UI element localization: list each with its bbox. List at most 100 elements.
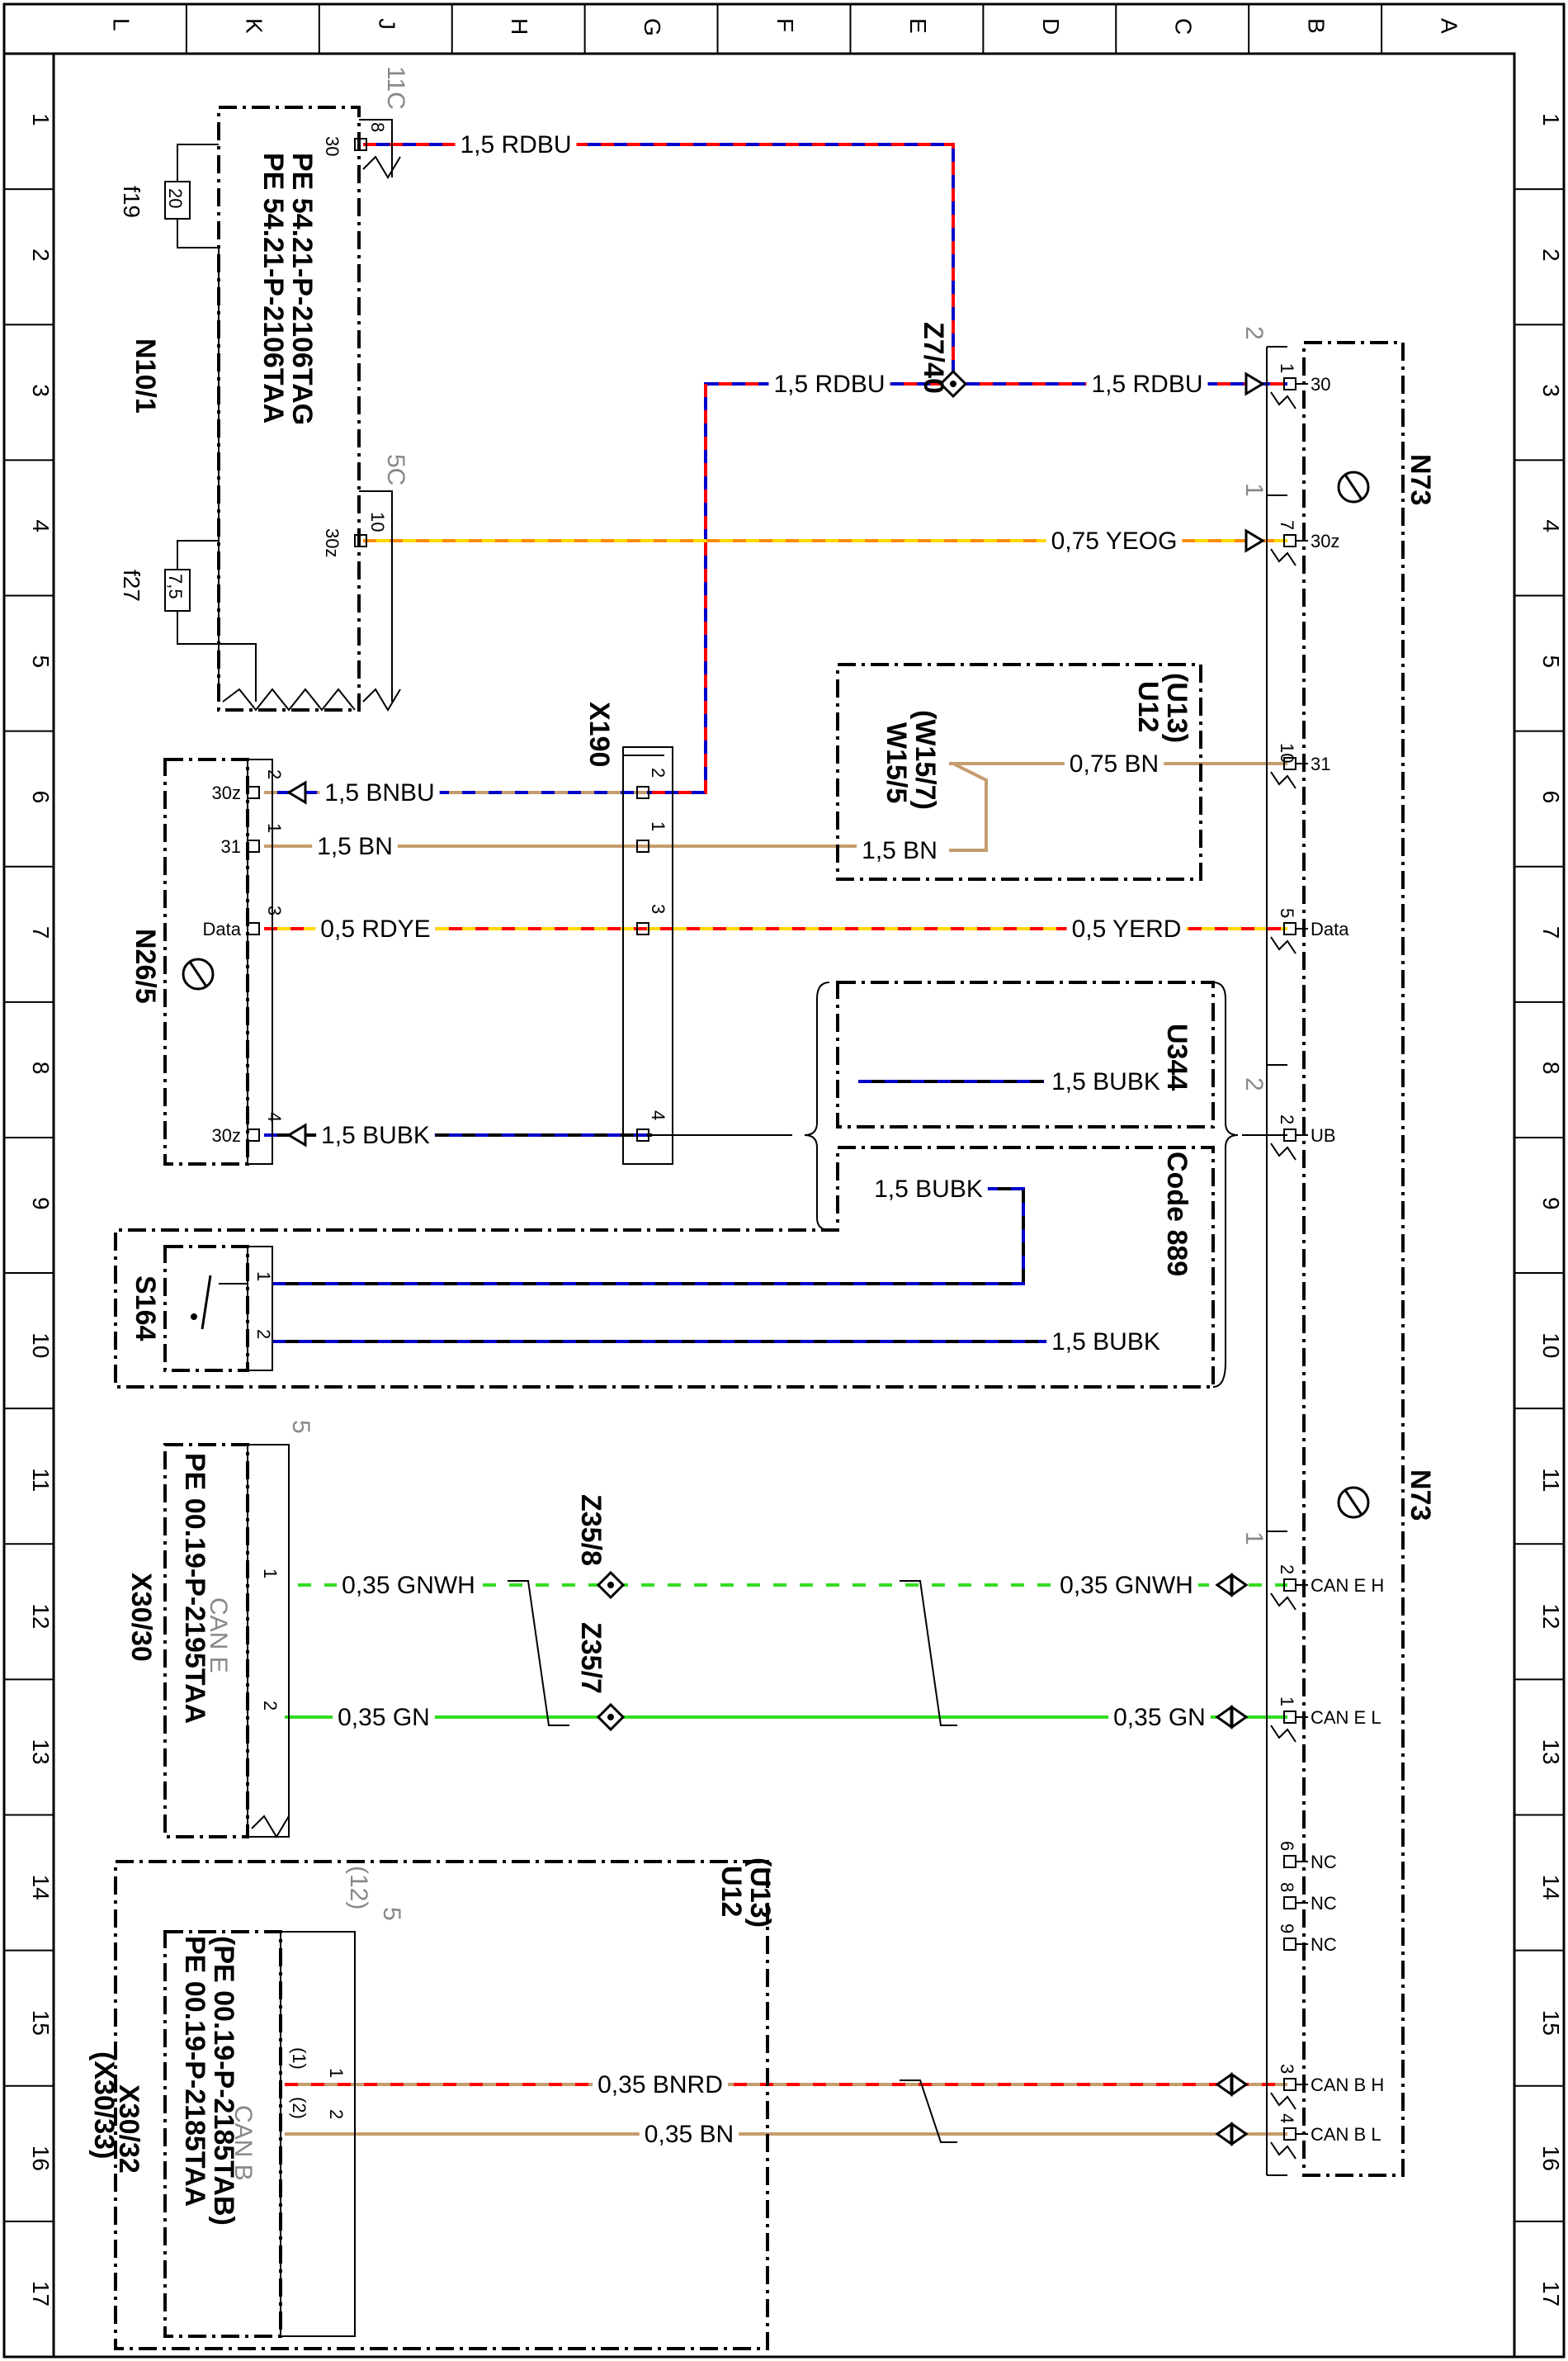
row-label: 8 bbox=[28, 1062, 54, 1075]
wire-label: 1,5 RDBU bbox=[773, 371, 885, 398]
x30-32-name: X30/32 bbox=[113, 2084, 144, 2174]
n73-pin-num: 4 bbox=[1277, 2113, 1297, 2123]
x190-name: X190 bbox=[583, 702, 615, 767]
s164-pin-1: 1 bbox=[253, 1271, 274, 1281]
connector-arrow-icon bbox=[1244, 528, 1265, 553]
z35-7-name: Z35/7 bbox=[575, 1622, 607, 1694]
n26-pin-name: Data bbox=[203, 919, 242, 939]
wire-label: 0,5 YERD bbox=[1072, 916, 1182, 943]
wire-label-backing bbox=[1055, 1570, 1198, 1601]
fuse-f27-name: f27 bbox=[119, 570, 144, 602]
row-label: 13 bbox=[28, 1739, 54, 1764]
n73-pin-name: CAN E H bbox=[1311, 1575, 1384, 1596]
n73-pin-num: 3 bbox=[1277, 2064, 1297, 2074]
u12-bot-name: U12 bbox=[716, 1866, 747, 1917]
row-label: 16 bbox=[28, 2146, 54, 2171]
wire-label: 1,5 RDBU bbox=[460, 131, 571, 159]
row-label: 2 bbox=[28, 248, 54, 262]
wire-label-backing bbox=[333, 1702, 435, 1733]
x190-pin-contact bbox=[636, 922, 649, 935]
wire-rdbu-1 bbox=[363, 143, 955, 384]
n26-pin-name: 30z bbox=[212, 783, 241, 803]
row-label: 5 bbox=[28, 655, 54, 669]
x190-pin-contact bbox=[636, 1128, 649, 1142]
u12-top-name: U12 bbox=[1132, 681, 1164, 732]
bus-arrow-icon bbox=[1230, 1705, 1249, 1729]
wire-label: 0,35 BN bbox=[645, 2121, 734, 2148]
n10-1-ref2: PE 54.21-P-2106TAG bbox=[286, 153, 318, 425]
wire-label-backing bbox=[312, 831, 398, 862]
n73-pin-num: 1 bbox=[1277, 1696, 1297, 1706]
fuse-f19-rating: 20 bbox=[165, 188, 186, 208]
column-label: E bbox=[905, 18, 931, 34]
wire-label: 1,5 RDBU bbox=[1091, 371, 1202, 398]
wire-label-backing bbox=[316, 1120, 435, 1151]
switch-icon bbox=[191, 1275, 248, 1330]
wire-label-backing bbox=[455, 130, 577, 160]
n73-pin-num: 10 bbox=[1277, 743, 1297, 763]
n73-pin-name: UB bbox=[1311, 1125, 1336, 1146]
column-label: H bbox=[507, 18, 532, 35]
wire-bn-w15 bbox=[949, 762, 988, 852]
wire-label-backing bbox=[639, 2119, 739, 2150]
row-label: 13 bbox=[1538, 1739, 1564, 1764]
component-code-889: Code 889 bbox=[114, 982, 1239, 1389]
x30-30-pin-1: 1 bbox=[260, 1568, 281, 1578]
code-889-name: Code 889 bbox=[1161, 1152, 1193, 1276]
connector-arrow-icon bbox=[286, 780, 307, 805]
row-label: 1 bbox=[1538, 113, 1564, 126]
n73-transistor-icon bbox=[1337, 471, 1370, 504]
row-label: 17 bbox=[1538, 2281, 1564, 2307]
n73-conn-tag-3: 2 bbox=[1240, 1077, 1268, 1091]
n26-pin-num: 4 bbox=[264, 1112, 285, 1122]
component-s164: S164 1 2 bbox=[130, 1245, 274, 1372]
column-label: B bbox=[1304, 18, 1329, 34]
u12-top-alt: (U13) bbox=[1161, 673, 1193, 743]
row-label: 8 bbox=[1538, 1062, 1564, 1075]
n73-pin-name: 30z bbox=[1311, 531, 1339, 551]
row-label: 12 bbox=[1538, 1603, 1564, 1629]
n10-1-ref1: PE 54.21-P-2106TAA bbox=[257, 153, 289, 423]
n26-pin-name: 30z bbox=[212, 1125, 241, 1146]
x30-30-conn: 5 bbox=[287, 1420, 314, 1434]
wire-label-backing bbox=[857, 835, 942, 866]
wire-label-backing bbox=[593, 2070, 728, 2100]
n73-pin-name: Data bbox=[1311, 919, 1349, 939]
wire-label-backing bbox=[337, 1570, 480, 1601]
wire-label-backing bbox=[1066, 914, 1187, 944]
fuse-f27-rating: 7,5 bbox=[165, 574, 186, 599]
row-label: 11 bbox=[28, 1468, 54, 1492]
x190-pin-num: 4 bbox=[648, 1110, 668, 1120]
n10-1-conn-top: 11C bbox=[382, 66, 409, 110]
row-label: 11 bbox=[1538, 1468, 1564, 1492]
row-label: 12 bbox=[28, 1603, 54, 1629]
wire-label: 1,5 BUBK bbox=[321, 1122, 430, 1149]
column-label: J bbox=[374, 18, 399, 30]
n73-pin-contact bbox=[1283, 1855, 1296, 1868]
n10-1-name: N10/1 bbox=[130, 338, 161, 414]
wire-label-backing bbox=[319, 778, 440, 808]
w15-5-name: W15/5 bbox=[881, 722, 912, 803]
component-x30-30: X30/30 PE 00.19-P-2195TAA CAN E 5 1 2 bbox=[125, 1420, 314, 1838]
n73-pin-name: 30 bbox=[1311, 374, 1330, 395]
row-label: 6 bbox=[1538, 791, 1564, 804]
n73-pin-num: 1 bbox=[1277, 363, 1297, 373]
n26-pin-contact bbox=[247, 840, 260, 853]
n73-pin-name: 31 bbox=[1311, 754, 1330, 774]
wire-label-backing bbox=[1108, 1702, 1211, 1733]
row-label: 9 bbox=[1538, 1197, 1564, 1210]
column-label: K bbox=[241, 18, 267, 34]
n73-conn-tag-2: 1 bbox=[1240, 483, 1268, 497]
fuse-f19-name: f19 bbox=[119, 186, 144, 218]
connector-arrow-icon bbox=[1244, 371, 1265, 396]
component-u344: U344 bbox=[836, 981, 1215, 1128]
x30-32-pin2: 2 bbox=[326, 2109, 347, 2119]
wire-label-backing bbox=[869, 1174, 988, 1204]
n73-pin-num: 9 bbox=[1277, 1923, 1297, 1933]
column-label: A bbox=[1437, 18, 1462, 34]
wire-label: 0,75 BN bbox=[1070, 750, 1159, 778]
n73-transistor-icon-2 bbox=[1337, 1486, 1370, 1519]
